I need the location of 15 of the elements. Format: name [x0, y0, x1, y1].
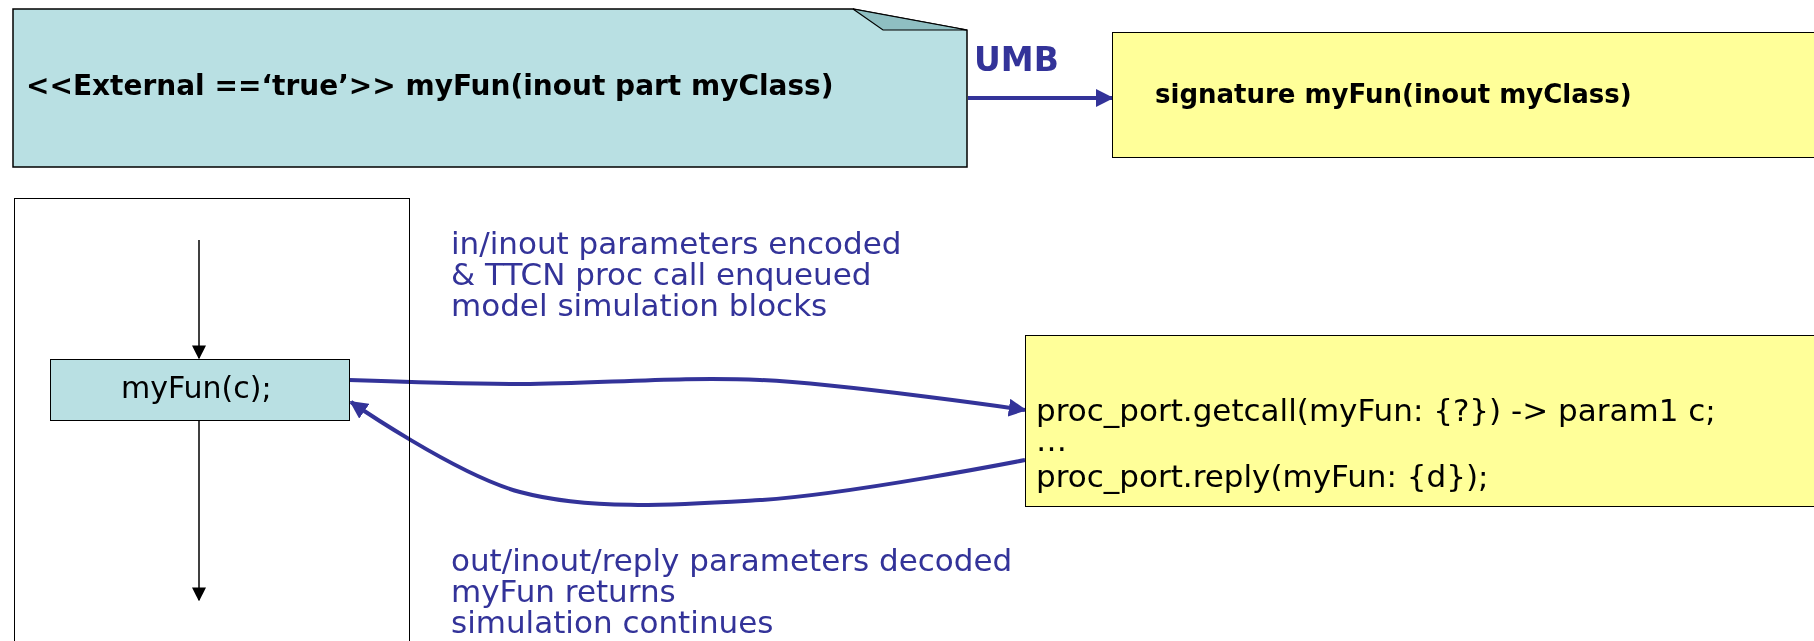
node-text: myFun(c);	[121, 370, 272, 405]
node-text: proc_port.reply(myFun: {d});	[1036, 458, 1489, 494]
node-text: proc_port.getcall(myFun: {?}) -> param1 c;	[1036, 392, 1716, 428]
node-text: <<External ==‘true’>> myFun(inout part myClass)	[26, 69, 834, 102]
arrow	[192, 239, 206, 360]
code-box	[1025, 335, 1814, 507]
signature-box	[1112, 32, 1814, 158]
node-text: signature myFun(inout myClass)	[1155, 79, 1632, 109]
call-box	[50, 359, 350, 421]
arrow	[968, 89, 1114, 107]
arrow	[192, 419, 206, 602]
arrow	[349, 400, 1026, 507]
note-box	[12, 8, 968, 168]
arrow	[348, 376, 1027, 417]
frame-box	[14, 198, 410, 641]
